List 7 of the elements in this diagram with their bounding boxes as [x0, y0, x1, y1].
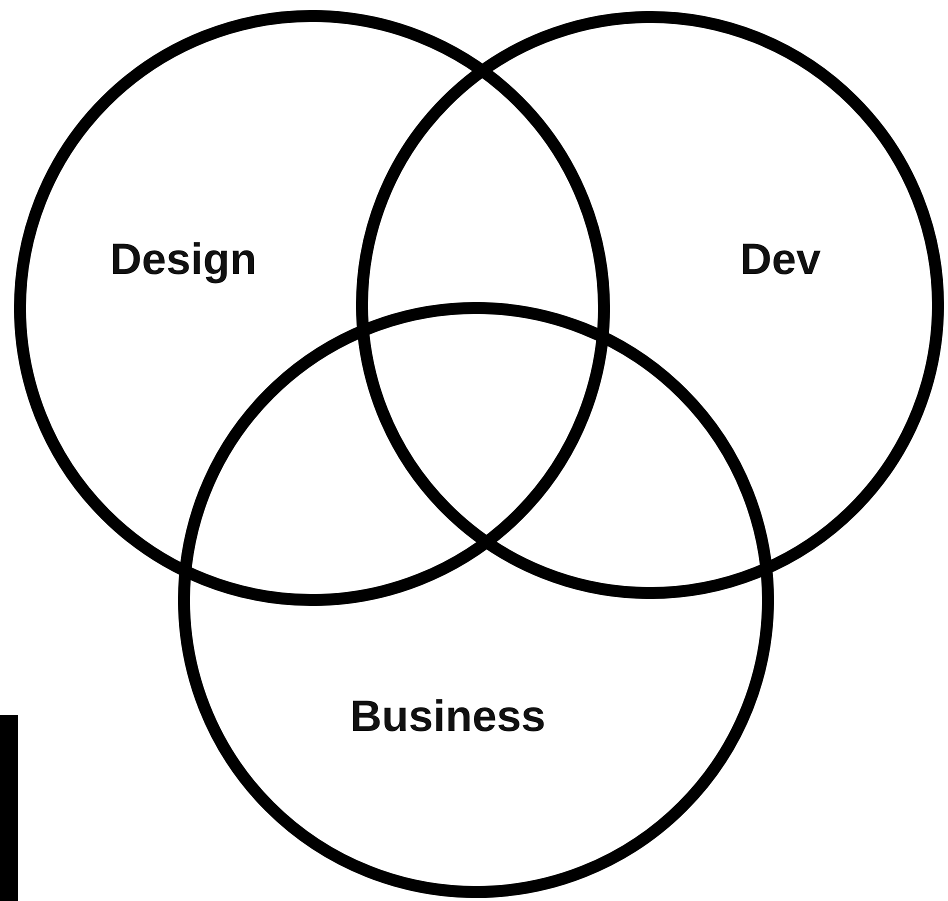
venn-circle [356, 11, 944, 599]
venn-circle [178, 302, 774, 898]
venn-circle [14, 10, 610, 606]
edge-bar [0, 715, 18, 901]
circle-label: Business [350, 695, 546, 739]
circle-label: Dev [740, 238, 821, 282]
circle-label: Design [110, 238, 257, 282]
